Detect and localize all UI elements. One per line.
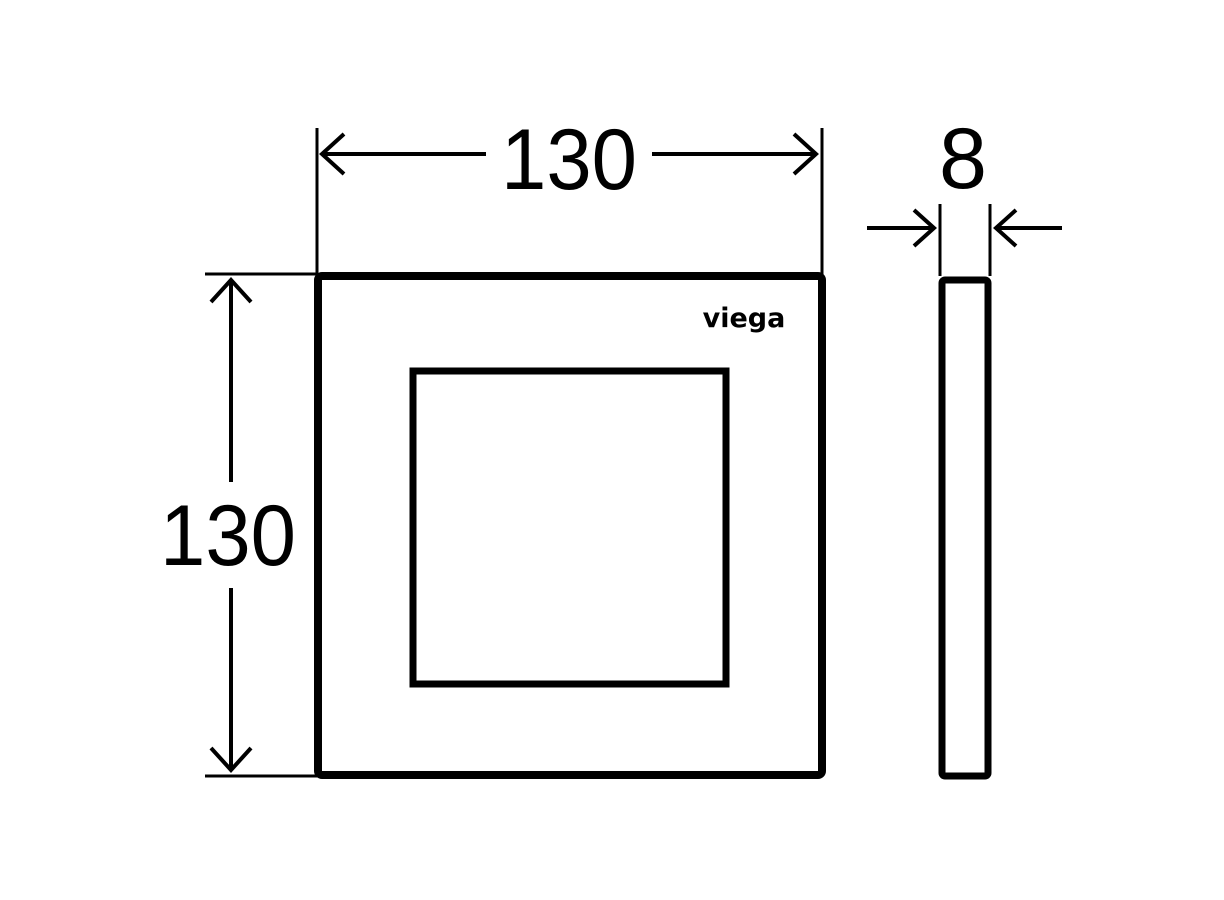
arrow-left-icon [319,132,346,176]
height-dimension: 130 [160,272,318,778]
arrow-right-icon [912,208,937,248]
arrow-down-icon [209,746,253,773]
arrow-left-icon [993,208,1018,248]
thickness-dimension: 8 [867,111,1062,276]
arrow-right-icon [792,132,819,176]
plate-side-outline [938,276,992,780]
height-label: 130 [160,488,296,584]
brand-logo: viega [703,303,786,334]
button-square-outline [409,367,730,688]
width-dimension: 130 [315,112,824,276]
width-label: 130 [501,112,637,208]
arrow-up-icon [209,277,253,304]
thickness-label: 8 [939,111,987,207]
